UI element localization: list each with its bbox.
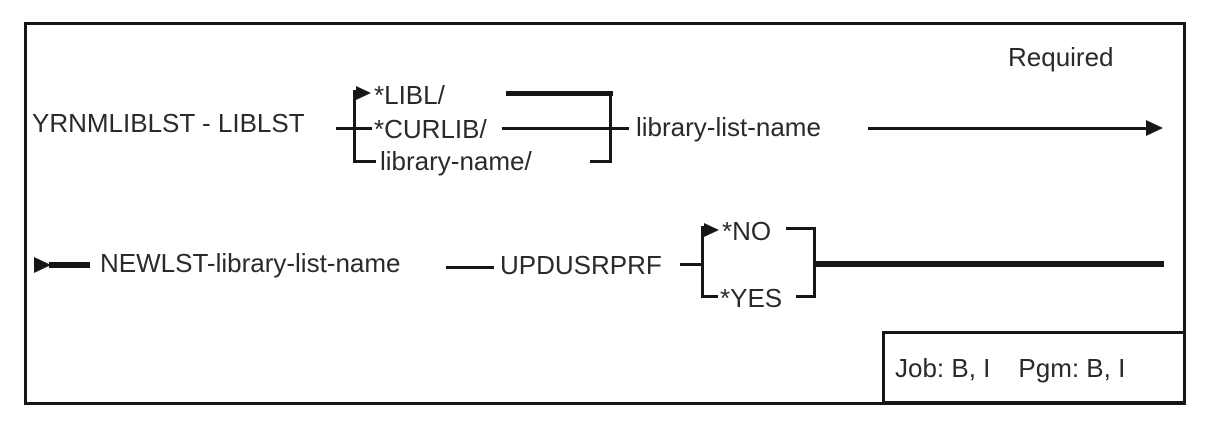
library-list-name-label: library-list-name: [636, 112, 821, 142]
connector-line: [502, 127, 612, 130]
option-no-label: *NO: [722, 216, 772, 246]
pgm-environment-label: Pgm: B, I: [1018, 352, 1126, 383]
job-environment-label: Job: B, I: [895, 352, 991, 383]
row1-continuation-line: [868, 127, 1150, 130]
choice-bracket-left: [353, 90, 356, 163]
required-label: Required: [1008, 42, 1114, 72]
row2-exit-line: [813, 261, 1164, 267]
connector-line: [786, 227, 816, 230]
connector-line: [590, 160, 612, 163]
command-name-label: YRNMLIBLST - LIBLST: [32, 108, 305, 138]
choice-bracket-left: [701, 226, 704, 298]
environment-box: Job: B, I Pgm: B, I: [882, 331, 1186, 404]
updusrprf-param-label: UPDUSRPRF: [500, 250, 662, 280]
option-library-name-label: library-name/: [380, 146, 532, 176]
connector-line: [446, 266, 494, 269]
option-yes-label: *YES: [720, 283, 783, 313]
default-choice-arrow-icon: [704, 223, 719, 237]
row1-continuation-arrow-icon: [1146, 120, 1163, 136]
row2-start-line: [49, 262, 90, 268]
default-choice-arrow-icon: [356, 86, 371, 100]
connector-line: [796, 295, 816, 298]
default-path-line: [506, 91, 613, 96]
option-curlib-label: *CURLIB/: [374, 114, 487, 144]
connector-line: [353, 160, 376, 163]
diagram-border: [24, 22, 1186, 405]
connector-line: [609, 127, 629, 130]
newlst-param-label: NEWLST-library-list-name: [100, 248, 401, 278]
connector-line: [680, 263, 703, 266]
connector-line: [701, 295, 718, 298]
row2-start-arrow-icon: [34, 257, 51, 273]
option-libl-label: *LIBL/: [374, 80, 445, 110]
